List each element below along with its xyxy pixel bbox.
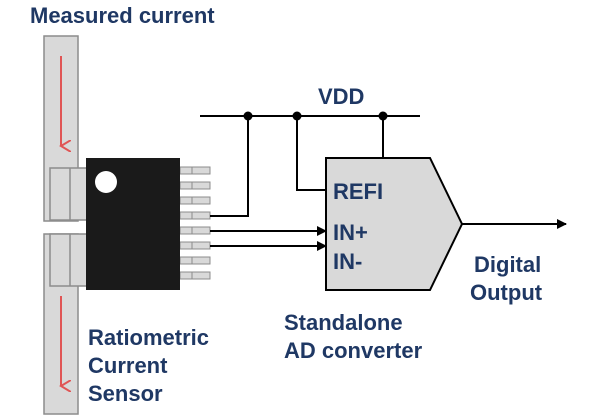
pin-1 <box>179 166 211 175</box>
pin-2 <box>179 181 211 190</box>
sensor-label-1: Ratiometric <box>88 325 209 350</box>
in-plus-label: IN+ <box>333 220 368 245</box>
vdd-junction-2 <box>292 111 302 121</box>
sensor-chip-pin1-marker <box>95 171 117 193</box>
pin-7 <box>179 256 211 265</box>
busbar-clamp-top <box>49 167 89 221</box>
vdd-label: VDD <box>318 84 364 109</box>
refi-wire <box>296 116 330 191</box>
pin-5 <box>179 226 211 235</box>
pin-8 <box>179 271 211 280</box>
pin-3 <box>179 196 211 205</box>
sensor-label-2: Current <box>88 353 168 378</box>
adc-block <box>325 157 464 291</box>
busbar-clamp-bottom <box>49 233 89 287</box>
digital-output-label-2: Output <box>470 280 543 305</box>
in-minus-label: IN- <box>333 249 362 274</box>
sensor-label-3: Sensor <box>88 381 163 406</box>
busbar <box>43 35 89 415</box>
digital-output-label-1: Digital <box>474 252 541 277</box>
pin-4 <box>179 211 211 220</box>
sensor-pins <box>179 166 211 280</box>
vdd-junction-3 <box>378 111 388 121</box>
vdd-junction-1 <box>243 111 253 121</box>
measured-current-label: Measured current <box>30 3 215 28</box>
pin-6 <box>179 241 211 250</box>
adc-label-1: Standalone <box>284 310 403 335</box>
adc-label-2: AD converter <box>284 338 423 363</box>
sensor-vdd-wire <box>210 116 249 217</box>
refi-label: REFI <box>333 179 383 204</box>
